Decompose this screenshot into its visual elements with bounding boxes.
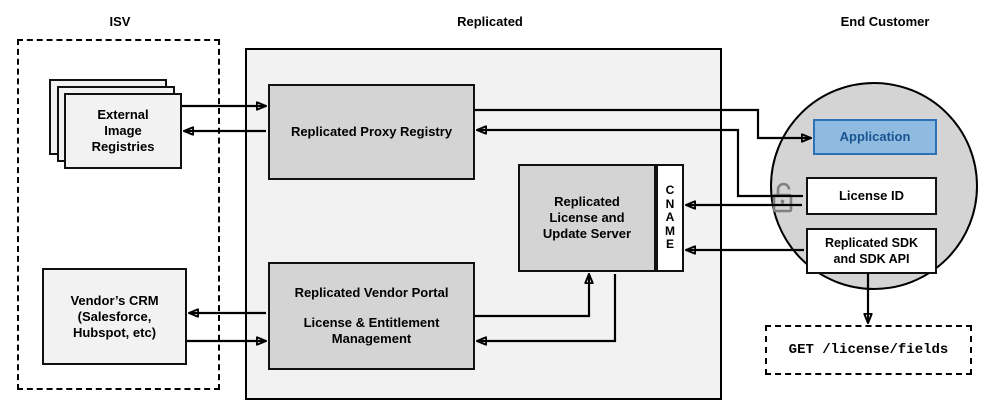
- application-node[interactable]: Application: [813, 119, 937, 155]
- replicated-vendor-portal[interactable]: Replicated Vendor Portal License & Entit…: [268, 262, 475, 370]
- api-request-box: GET /license/fields: [765, 325, 972, 375]
- zone-title-replicated: Replicated: [457, 14, 523, 29]
- replicated-proxy-registry[interactable]: Replicated Proxy Registry: [268, 84, 475, 180]
- vendor-portal-subtitle: License & Entitlement Management: [303, 315, 440, 346]
- unlock-icon: [768, 181, 798, 215]
- vendors-crm[interactable]: Vendor’s CRM (Salesforce, Hubspot, etc): [42, 268, 187, 365]
- vendor-portal-title: Replicated Vendor Portal: [294, 285, 449, 300]
- license-id-node[interactable]: License ID: [806, 177, 937, 215]
- replicated-sdk-node[interactable]: Replicated SDK and SDK API: [806, 228, 937, 274]
- cname-letter-n: N: [665, 196, 675, 211]
- cname-strip[interactable]: C N A M E: [656, 164, 684, 272]
- cname-letter-e: E: [665, 237, 674, 252]
- replicated-license-update-server[interactable]: Replicated License and Update Server: [518, 164, 656, 272]
- zone-title-isv: ISV: [109, 14, 131, 29]
- cname-letter-c: C: [665, 183, 675, 198]
- zone-isv: [17, 39, 220, 390]
- cname-letter-m: M: [665, 223, 675, 238]
- zone-title-end-customer: End Customer: [840, 14, 930, 29]
- external-image-registries[interactable]: External Image Registries: [64, 93, 182, 169]
- cname-letter-a: A: [665, 210, 675, 225]
